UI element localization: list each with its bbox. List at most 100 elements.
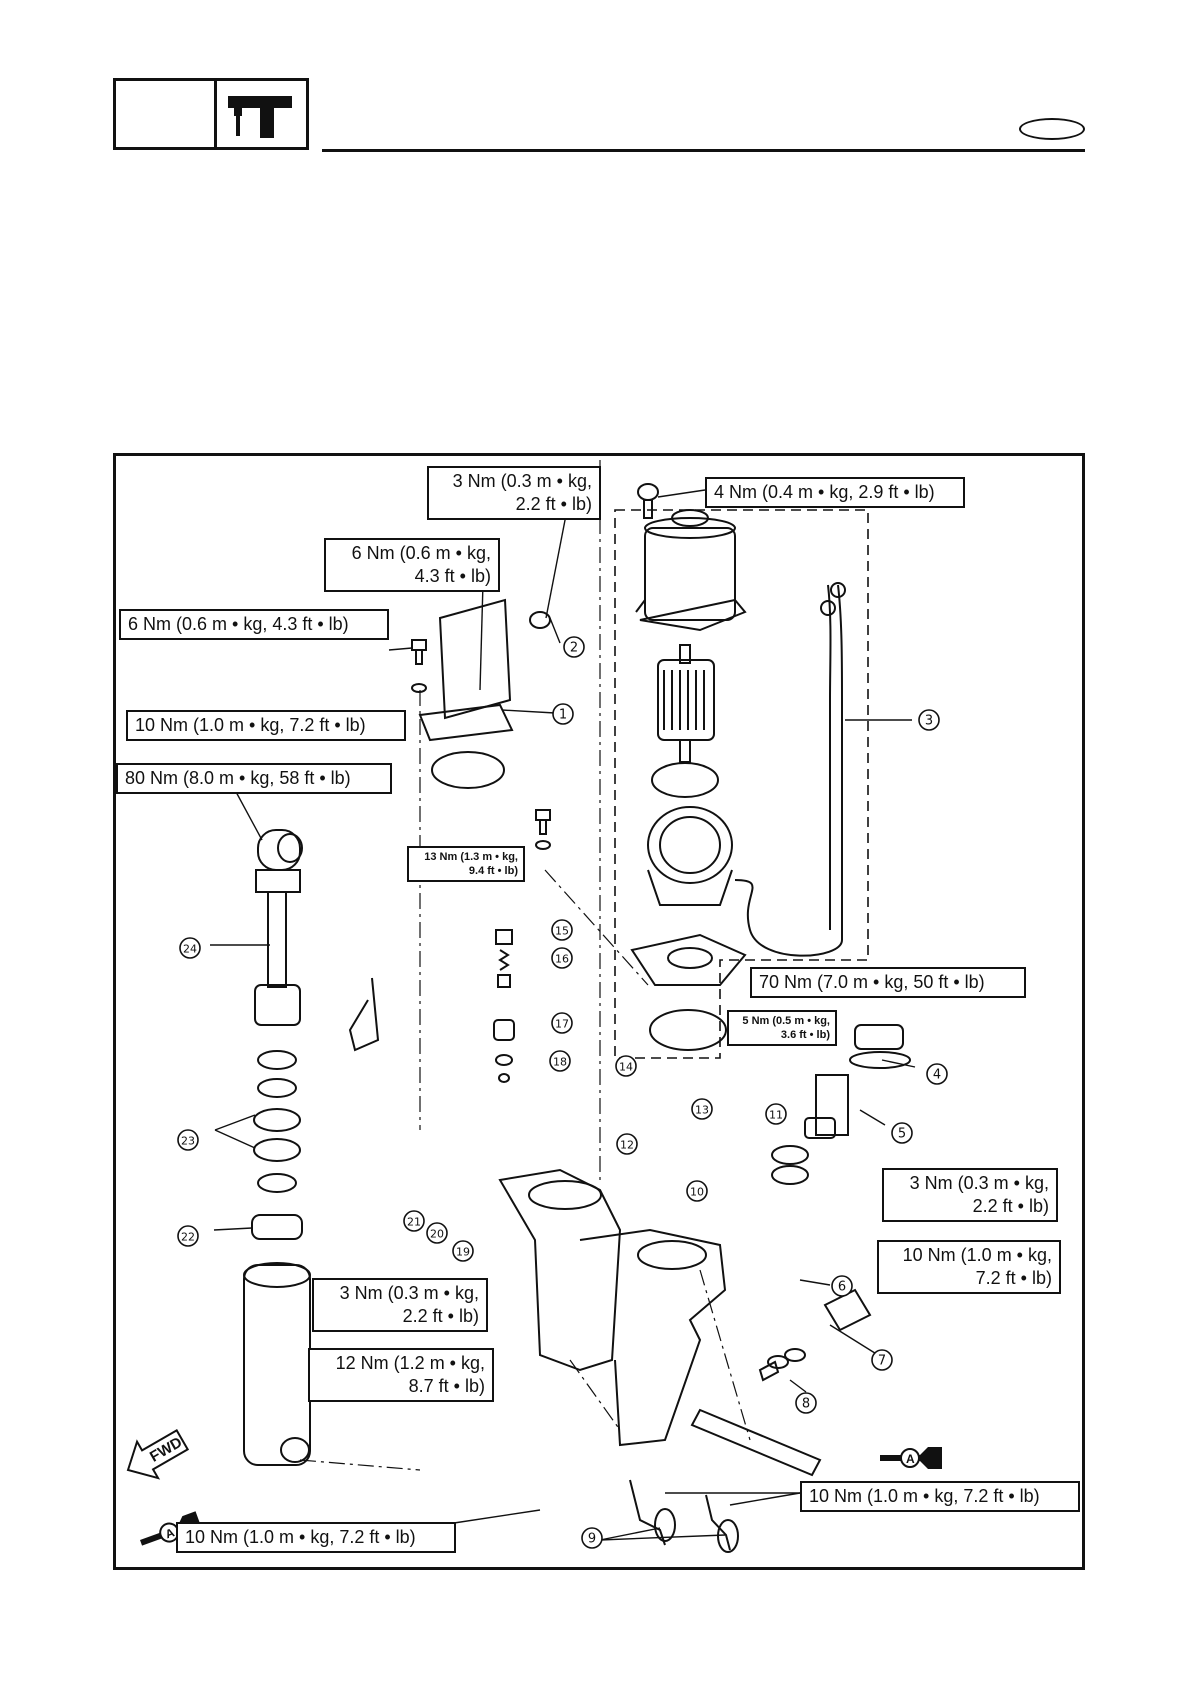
end-cover	[630, 933, 747, 986]
leader-lines	[210, 489, 916, 1541]
armature	[657, 644, 715, 763]
callout-circle-5	[891, 1122, 913, 1144]
tilt-ram	[254, 829, 303, 1026]
tool-hammer-icon	[228, 96, 292, 138]
callout-label-3: 3	[925, 714, 933, 729]
torque-spec-t10: 3 Nm (0.3 m • kg, 2.2 ft • lb)	[882, 1168, 1058, 1222]
torque-spec-t5: 10 Nm (1.0 m • kg, 7.2 ft • lb)	[126, 710, 406, 741]
callout-label-16: 16	[555, 953, 569, 966]
torque-spec-t13: 12 Nm (1.2 m • kg, 8.7 ft • lb)	[308, 1348, 494, 1402]
tube	[348, 977, 380, 1052]
callout-label-8: 8	[802, 1397, 810, 1412]
callout-label-23: 23	[181, 1135, 195, 1148]
header-divider	[214, 78, 217, 150]
seal-stack	[251, 1050, 303, 1240]
callout-circle-4	[926, 1063, 948, 1085]
filter-plug	[849, 1024, 911, 1069]
pump-body	[498, 1168, 727, 1447]
manual-valve	[771, 1074, 849, 1185]
torque-spec-t12: 3 Nm (0.3 m • kg, 2.2 ft • lb)	[312, 1278, 488, 1332]
alignment-lines	[299, 460, 751, 1471]
callout-circle-1	[552, 703, 574, 725]
torque-spec-t4: 6 Nm (0.6 m • kg, 4.3 ft • lb)	[119, 609, 389, 640]
svg-text:A: A	[906, 1452, 915, 1466]
callout-circle-12	[616, 1133, 638, 1155]
callout-label-11: 11	[769, 1109, 783, 1122]
callout-circle-13	[691, 1098, 713, 1120]
callout-label-19: 19	[456, 1246, 470, 1259]
callout-circle-2	[563, 636, 585, 658]
header-oval-mark	[1019, 118, 1085, 140]
lead-wires	[734, 582, 846, 957]
callout-circle-15	[551, 919, 573, 941]
callout-label-24: 24	[183, 943, 197, 956]
reservoir-cap	[418, 598, 514, 742]
callout-circle-20	[426, 1222, 448, 1244]
callout-label-13: 13	[695, 1104, 709, 1117]
grease-gun-icon: A	[880, 1447, 942, 1469]
callout-label-21: 21	[407, 1216, 421, 1229]
callout-label-6: 6	[838, 1280, 846, 1295]
callout-label-1: 1	[559, 708, 567, 723]
header-rule	[322, 149, 1085, 152]
torque-spec-t1: 3 Nm (0.3 m • kg, 2.2 ft • lb)	[427, 466, 601, 520]
torque-spec-t15: 10 Nm (1.0 m • kg, 7.2 ft • lb)	[176, 1522, 456, 1553]
callout-circle-10	[686, 1180, 708, 1202]
callout-circle-6	[831, 1275, 853, 1297]
callout-label-5: 5	[898, 1127, 906, 1142]
callout-circle-9	[581, 1527, 603, 1549]
callout-circle-7	[871, 1349, 893, 1371]
motor-housing	[635, 509, 747, 632]
callout-label-10: 10	[690, 1186, 704, 1199]
callout-label-2: 2	[570, 641, 578, 656]
grease-gun-icon: A	[140, 1511, 204, 1546]
torque-spec-t9: 5 Nm (0.5 m • kg, 3.6 ft • lb)	[727, 1010, 837, 1046]
pressure-valve	[758, 1288, 872, 1382]
callout-circle-22	[177, 1225, 199, 1247]
callout-circle-21	[403, 1210, 425, 1232]
callout-circle-8	[795, 1392, 817, 1414]
torque-spec-t3: 6 Nm (0.6 m • kg, 4.3 ft • lb)	[324, 538, 500, 592]
callout-label-20: 20	[430, 1228, 444, 1241]
callout-label-15: 15	[555, 925, 569, 938]
callout-circle-24	[179, 937, 201, 959]
diagram-frame	[113, 453, 1085, 1570]
callout-circle-18	[549, 1050, 571, 1072]
bolt	[535, 809, 551, 850]
torque-spec-t14: 10 Nm (1.0 m • kg, 7.2 ft • lb)	[800, 1481, 1080, 1512]
torque-spec-t6: 80 Nm (8.0 m • kg, 58 ft • lb)	[116, 763, 392, 794]
callout-label-22: 22	[181, 1231, 195, 1244]
pipe-set	[629, 1479, 739, 1553]
torque-spec-t11: 10 Nm (1.0 m • kg, 7.2 ft • lb)	[877, 1240, 1061, 1294]
o-ring	[431, 751, 505, 789]
torque-spec-t2: 4 Nm (0.4 m • kg, 2.9 ft • lb)	[705, 477, 965, 508]
header-box	[113, 78, 309, 150]
callout-label-17: 17	[555, 1018, 569, 1031]
callout-label-14: 14	[619, 1061, 633, 1074]
torque-spec-t7: 13 Nm (1.3 m • kg, 9.4 ft • lb)	[407, 846, 525, 882]
screw	[637, 483, 659, 519]
reservoir-pipe	[690, 1408, 822, 1477]
callout-label-12: 12	[620, 1139, 634, 1152]
callout-circle-14	[615, 1055, 637, 1077]
o-ring	[651, 762, 719, 798]
callout-label-9: 9	[588, 1532, 596, 1547]
motor-assembly-boundary	[614, 509, 869, 1059]
o-ring	[649, 1009, 727, 1051]
torque-spec-t8: 70 Nm (7.0 m • kg, 50 ft • lb)	[750, 967, 1026, 998]
callout-circle-3	[918, 709, 940, 731]
bolt	[411, 639, 427, 693]
callout-label-18: 18	[553, 1056, 567, 1069]
callout-label-4: 4	[933, 1068, 941, 1083]
cylinder	[243, 1262, 311, 1466]
plug	[529, 611, 551, 629]
valve-stack	[493, 929, 515, 1083]
callout-circle-17	[551, 1012, 573, 1034]
callout-circle-11	[765, 1103, 787, 1125]
brush-holder	[647, 806, 733, 906]
callout-circle-23	[177, 1129, 199, 1151]
forward-direction-arrow: FWD	[126, 1428, 190, 1480]
callout-circle-16	[551, 947, 573, 969]
